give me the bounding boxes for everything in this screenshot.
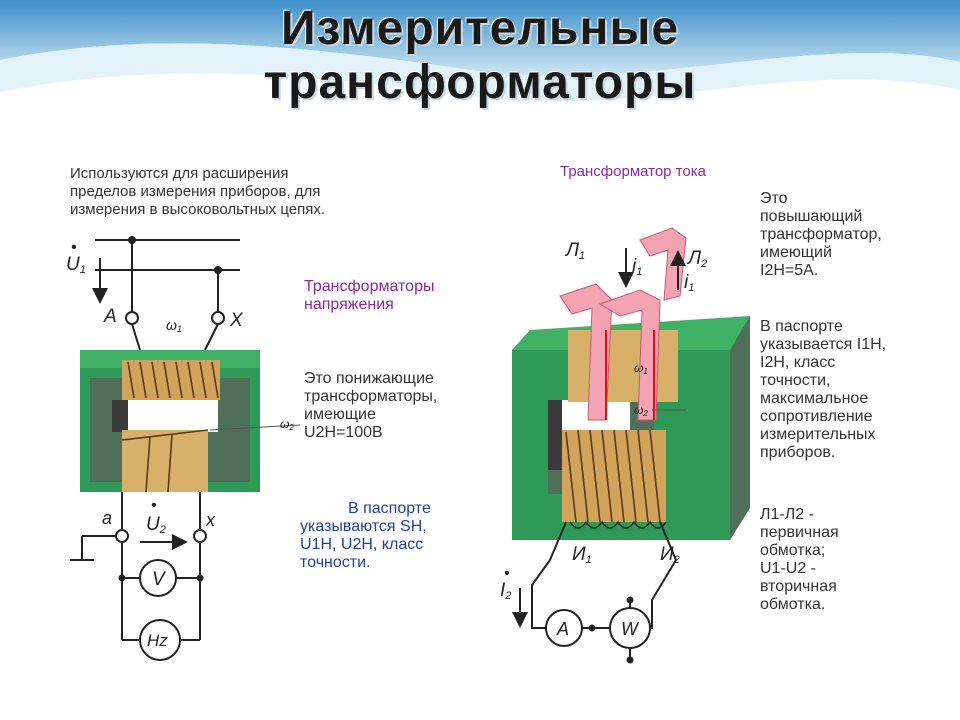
- current-passport-text: В паспорте указывается I1H, I2H, класс т…: [760, 318, 887, 461]
- ammeter-icon: [545, 609, 583, 647]
- svg-text:ω2: ω2: [280, 417, 294, 432]
- left-diagram-labels: U1 • A X ω1 ω2 a x U2 • V Hz: [66, 239, 294, 650]
- primary-bus-bar: [559, 227, 687, 421]
- current-transformer-diagram: [512, 227, 750, 664]
- svg-text:•: •: [504, 565, 510, 582]
- svg-text:Л2: Л2: [686, 248, 707, 270]
- svg-text:U1: U1: [66, 254, 86, 276]
- svg-text:Л1: Л1: [564, 240, 585, 262]
- stepup-text: Это повышающий трансформатор, имеющий I2…: [760, 190, 882, 279]
- svg-text:a: a: [102, 508, 112, 528]
- voltage-transformers-heading: Трансформаторы напряжения: [304, 278, 435, 313]
- svg-text:A: A: [556, 619, 569, 639]
- voltage-transformer-diagram: [70, 236, 301, 661]
- svg-text:X: X: [229, 310, 244, 331]
- svg-text:И1: И1: [572, 544, 592, 566]
- svg-text:i1: i1: [632, 256, 642, 278]
- svg-text:i1: i1: [684, 272, 694, 294]
- voltage-passport-text: В паспорте указываются SH, U1H, U2H, кла…: [300, 500, 431, 571]
- svg-text:ω1: ω1: [166, 317, 182, 334]
- svg-text:Hz: Hz: [147, 631, 168, 650]
- stepdown-text: Это понижающие трансформаторы, имеющие U…: [304, 370, 438, 441]
- svg-text:U2: U2: [146, 514, 166, 536]
- svg-text:W: W: [621, 619, 640, 639]
- voltmeter-icon: [139, 559, 177, 597]
- right-diagram-labels: Л1 Л2 i1 i1 ω1 ω2 И1 И2 I2 • A W: [500, 240, 707, 639]
- svg-text:V: V: [152, 569, 167, 590]
- intro-text: Используются для расширения пределов изм…: [70, 165, 326, 218]
- windings-text: Л1-Л2 - первичная обмотка; U1-U2 - втори…: [760, 506, 839, 613]
- svg-text:A: A: [103, 306, 117, 327]
- title-line-2: трансформаторы: [263, 56, 697, 109]
- svg-text:•: •: [71, 239, 77, 256]
- page-title: Измерительные трансформаторы: [0, 2, 960, 110]
- svg-text:x: x: [205, 510, 216, 530]
- frequency-meter-icon: [139, 619, 181, 661]
- svg-text:I2: I2: [500, 580, 511, 602]
- current-transformer-heading: Трансформатор тока: [560, 163, 706, 180]
- svg-text:И2: И2: [660, 544, 680, 566]
- wattmeter-icon: [609, 607, 651, 649]
- title-line-1: Измерительные: [280, 2, 680, 55]
- svg-text:ω1: ω1: [634, 361, 648, 376]
- svg-text:ω2: ω2: [634, 403, 648, 418]
- svg-text:•: •: [151, 497, 157, 514]
